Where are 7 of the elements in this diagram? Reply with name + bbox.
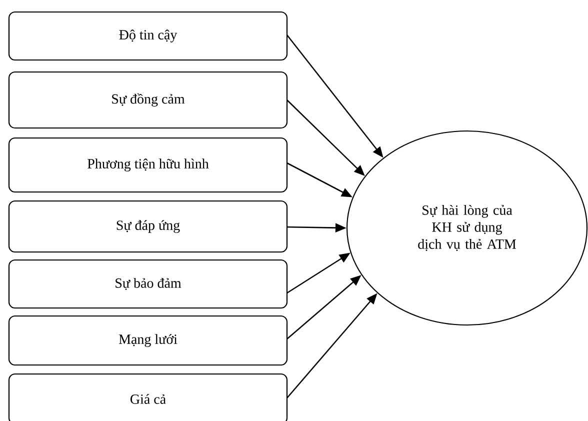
factor-box: Phương tiện hữu hình <box>8 137 288 193</box>
factor-box: Mạng lưới <box>8 315 288 366</box>
factor-box: Sự bảo đảm <box>8 259 288 309</box>
factor-box: Độ tin cậy <box>8 11 288 61</box>
factor-box: Giá cả <box>8 373 288 421</box>
factor-box: Sự đồng cảm <box>8 71 288 129</box>
factor-box: Sự đáp ứng <box>8 200 288 253</box>
